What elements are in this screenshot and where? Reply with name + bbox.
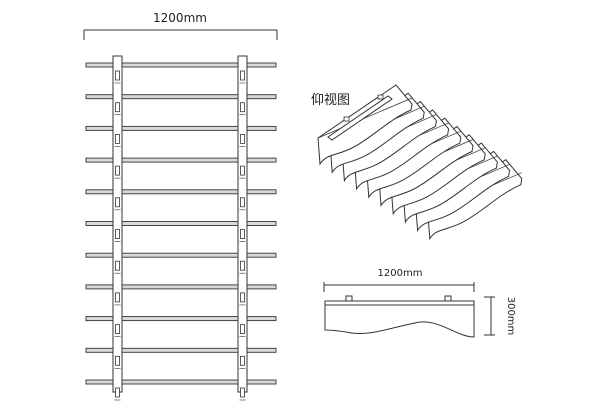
rail-notch: [115, 355, 120, 366]
rail-notch: [115, 387, 120, 398]
front-width-label: 1200mm: [153, 11, 207, 25]
rail-notch: [115, 102, 120, 113]
perspective-rail-clip: [377, 94, 384, 100]
side-panel-clip-left: [345, 295, 353, 302]
rail-notch: [115, 133, 120, 144]
front-view: 1200mm: [83, 11, 278, 401]
front-slat: [85, 347, 277, 353]
front-slat: [85, 62, 277, 68]
side-panel-top-rail: [324, 300, 475, 306]
side-height-label: 300mm: [505, 297, 516, 336]
perspective-view-title: 仰视图: [311, 93, 350, 108]
perspective-panels: [317, 84, 523, 241]
front-slat: [85, 284, 277, 290]
rail-notch: [115, 260, 120, 271]
front-slat: [85, 94, 277, 100]
front-width-dimension: [83, 29, 278, 40]
rail-notch: [115, 197, 120, 208]
front-rails: [112, 55, 248, 401]
rail-notch: [240, 260, 245, 271]
perspective-rail: [327, 95, 393, 141]
rail-notch: [240, 387, 245, 398]
rail-notch: [240, 133, 245, 144]
side-width-dimension: [323, 282, 475, 292]
perspective-rail-clip: [343, 116, 350, 122]
rail-notch: [115, 70, 120, 81]
side-view: 1200mm 300mm: [323, 268, 516, 338]
perspective-view: 仰视图: [311, 84, 523, 241]
front-slat: [85, 379, 277, 385]
perspective-panel: [317, 84, 413, 166]
side-panel-clip-right: [444, 295, 452, 302]
front-slats: [85, 62, 277, 385]
side-height-dimension: [484, 296, 495, 336]
front-slat: [85, 157, 277, 163]
front-slat: [85, 221, 277, 226]
front-slat: [85, 316, 277, 322]
rail-notch: [240, 324, 245, 335]
rail-notch: [240, 292, 245, 303]
rail-notch: [115, 229, 120, 239]
rail-notch: [240, 355, 245, 366]
rail-notch: [115, 324, 120, 335]
side-width-label: 1200mm: [378, 268, 423, 279]
rail-notch: [240, 229, 245, 239]
rail-notch: [240, 70, 245, 81]
side-panel: [324, 295, 475, 338]
front-slat: [85, 189, 277, 195]
rail-notch: [240, 197, 245, 208]
rail-notch: [115, 292, 120, 303]
rail-notch: [115, 165, 120, 176]
front-slat: [85, 125, 277, 131]
rail-notch: [240, 165, 245, 176]
rail-notch: [240, 102, 245, 113]
front-slat: [85, 252, 277, 258]
side-panel-body: [324, 304, 475, 338]
